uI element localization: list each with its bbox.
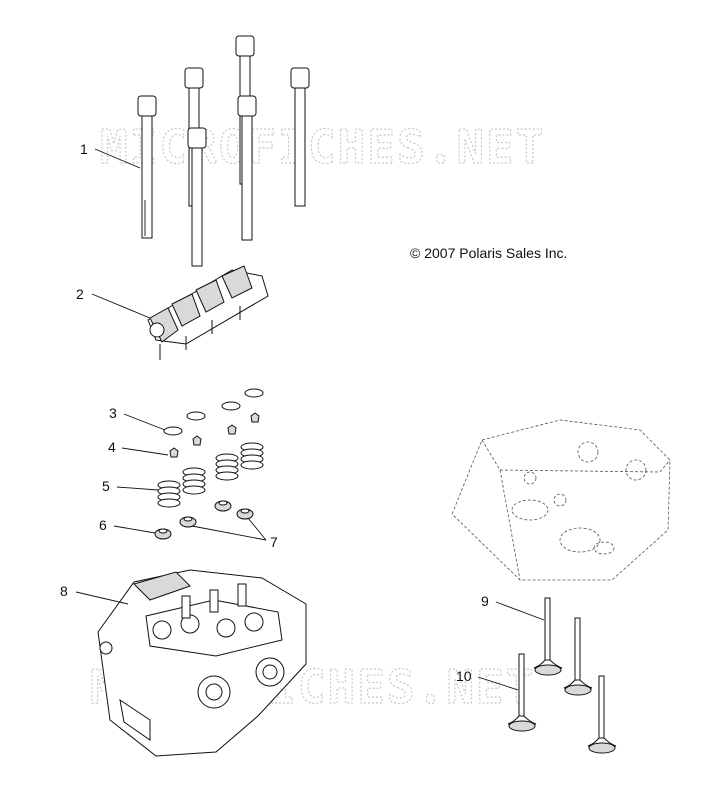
- callout-5: 5: [102, 478, 110, 494]
- valve-spring: [182, 467, 206, 495]
- leader-2: [91, 293, 151, 319]
- valve-stem-seal: [154, 528, 172, 540]
- valve-spring: [215, 453, 239, 481]
- cylinder-head: [97, 569, 307, 757]
- copyright-text: © 2007 Polaris Sales Inc.: [410, 245, 567, 261]
- callout-6: 6: [99, 517, 107, 533]
- cylinder-head-underside: [451, 419, 671, 581]
- head-bolt: [187, 127, 207, 267]
- callout-2: 2: [76, 286, 84, 302]
- valves: [507, 597, 617, 754]
- callout-7: 7: [270, 534, 278, 550]
- valve: [587, 675, 617, 754]
- head-bolt: [290, 67, 310, 207]
- leader-4: [121, 447, 169, 456]
- callout-8: 8: [60, 583, 68, 599]
- valve: [507, 653, 537, 732]
- rocker-arm-assembly: [147, 265, 269, 360]
- callout-10: 10: [456, 668, 472, 684]
- callout-3: 3: [109, 405, 117, 421]
- valve: [563, 617, 593, 696]
- callout-1: 1: [80, 141, 88, 157]
- leader-5: [116, 486, 159, 491]
- head-bolts: [137, 35, 310, 267]
- valve-stem-seal: [179, 516, 197, 528]
- valve-spring: [157, 480, 181, 508]
- leader-7b: [247, 517, 267, 541]
- leader-8: [75, 591, 129, 605]
- leader-7a: [191, 525, 267, 541]
- watermark-top: MICROFICHES.NET: [100, 120, 545, 174]
- valve-stem-seals: [154, 500, 254, 540]
- callout-4: 4: [108, 439, 116, 455]
- leader-9: [495, 601, 545, 621]
- head-bolt: [237, 95, 257, 241]
- valve-spring: [240, 442, 264, 470]
- valve: [533, 597, 563, 676]
- leader-3: [123, 413, 166, 431]
- callout-9: 9: [481, 593, 489, 609]
- valve-stem-seal: [214, 500, 232, 512]
- leader-6: [113, 525, 156, 534]
- valve-stem-seal: [236, 508, 254, 520]
- valve-keepers: [169, 412, 260, 458]
- valve-springs: [157, 442, 264, 508]
- head-bolt: [137, 95, 157, 239]
- spring-washers: [163, 388, 264, 436]
- leader-10: [477, 676, 519, 691]
- leader-1: [94, 148, 141, 169]
